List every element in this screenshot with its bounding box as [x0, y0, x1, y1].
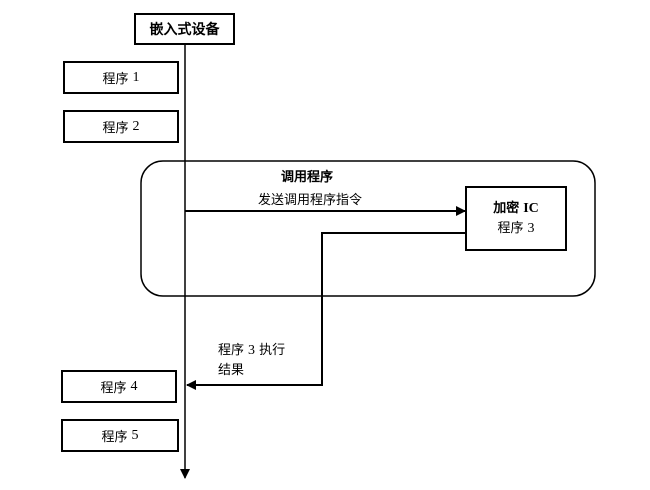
- call-group-title: 调用程序: [281, 170, 334, 185]
- send-command-label: 发送调用程序指令: [258, 193, 363, 208]
- result-return-arrow: [186, 232, 466, 390]
- program-number: 4: [130, 378, 138, 394]
- program-label: 程序: [102, 121, 129, 136]
- result-program-number: 3: [248, 343, 256, 358]
- device-header-box: 嵌入式设备: [134, 13, 235, 45]
- result-program-label: 程序: [218, 343, 245, 358]
- program-label: 程序: [102, 72, 129, 87]
- program-label: 程序: [100, 381, 127, 396]
- program-number: 5: [131, 427, 139, 443]
- program-label: 程序: [101, 430, 128, 445]
- program-number: 1: [132, 69, 140, 85]
- program-number: 3: [527, 220, 535, 236]
- crypto-ic-title-cn: 加密: [493, 200, 520, 216]
- result-execute-text: 执行: [259, 343, 286, 358]
- program-number: 2: [132, 118, 140, 134]
- crypto-ic-title-en: IC: [523, 200, 539, 216]
- result-line-2: 结果: [218, 363, 245, 378]
- program-label: 程序: [497, 220, 524, 236]
- device-label: 嵌入式设备: [149, 22, 220, 38]
- call-group-frame: [140, 160, 596, 297]
